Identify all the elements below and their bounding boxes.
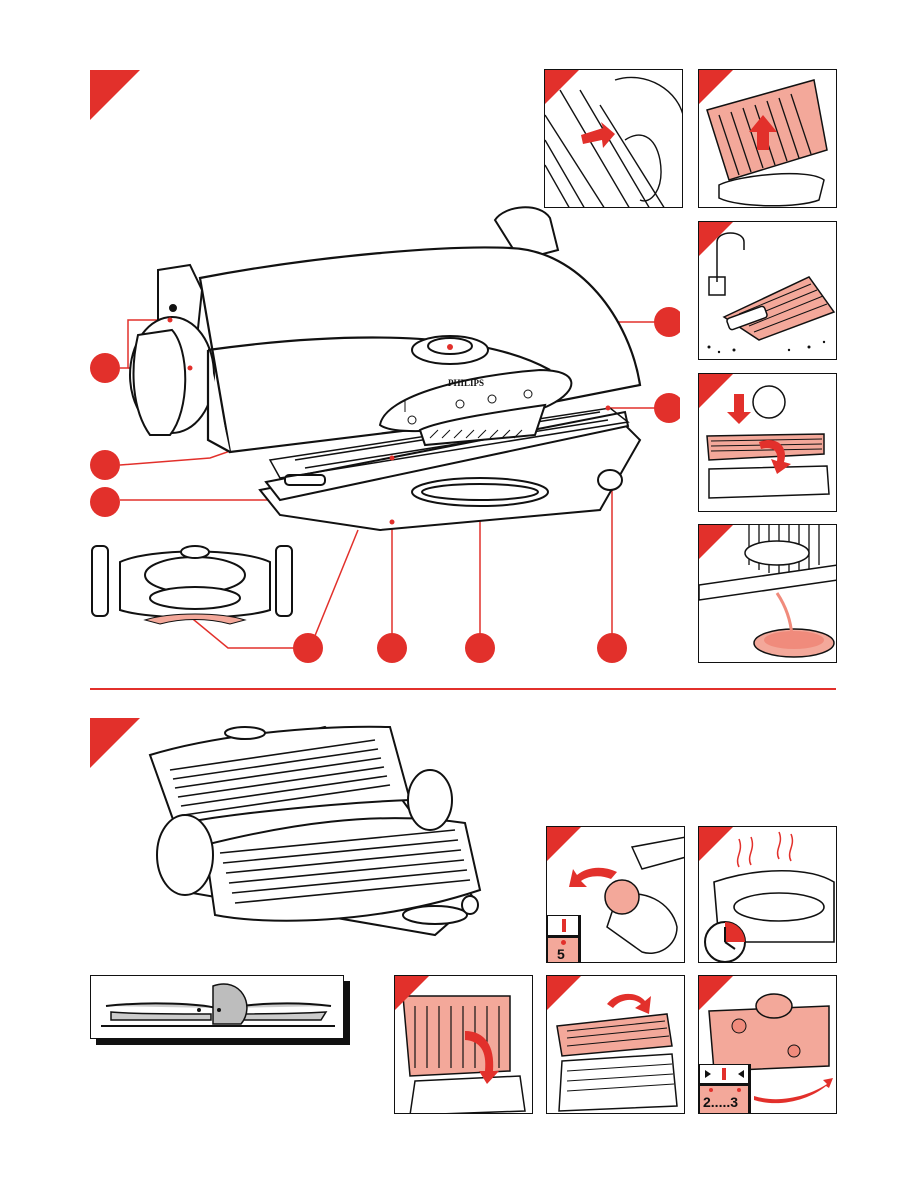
step-panel-release-plate [544, 69, 683, 208]
setting-range-label: 2.....3 [703, 1094, 738, 1110]
step-panel-plug-in: 5 [546, 826, 685, 963]
section-b-marker [90, 718, 140, 768]
section-divider [90, 688, 836, 690]
brand-label: PHILIPS [448, 378, 484, 388]
step-panel-clean-plate [698, 221, 837, 360]
range-indicator: 2.....3 [699, 1064, 751, 1114]
step-panel-close-lid [546, 975, 685, 1114]
grill-opened-illustration [145, 715, 490, 945]
grill-top-view [90, 540, 300, 630]
section-a-marker [90, 70, 140, 120]
step-panel-reinsert-plate [698, 373, 837, 512]
step-panel-grill-food: 2.....3 [698, 975, 837, 1114]
step-panel-drain-tray [698, 524, 837, 663]
steam-icon [738, 832, 793, 867]
step-panel-preheat [698, 826, 837, 963]
step-panel-remove-plate [698, 69, 837, 208]
side-profile-box [90, 975, 350, 1045]
step-panel-open-lid [394, 975, 533, 1114]
clock-icon [699, 915, 751, 963]
timer-label: 5 [557, 946, 565, 962]
setting-indicator: 5 [547, 915, 581, 963]
